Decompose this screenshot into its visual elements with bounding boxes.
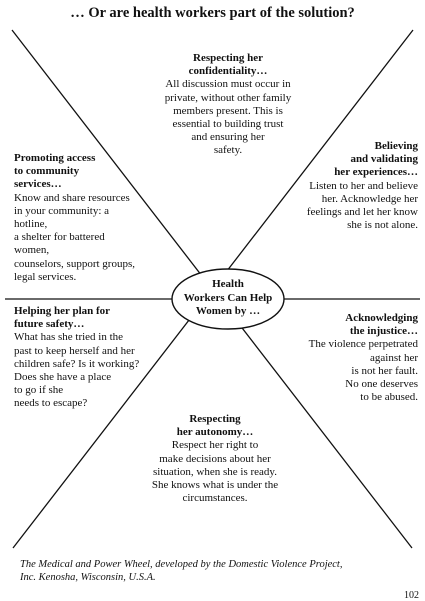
segment-body: All discussion must occur in private, wi… [164,78,292,157]
segment-heading: Believing and validating her experiences… [334,140,418,179]
segment-heading: Helping her plan for future safety… [14,305,111,331]
segment-body: What has she tried in the past to keep h… [14,331,140,410]
segment-confidentiality: Respecting her confidentiality… All disc… [148,52,308,158]
segment-heading: Acknowledging the injustice… [345,312,418,338]
segment-autonomy: Respecting her autonomy… Respect her rig… [130,413,300,505]
segment-believing: Believing and validating her experiences… [270,140,418,232]
segment-body: Know and share resources in your communi… [14,191,135,283]
segment-heading: Respecting her autonomy… [176,413,254,439]
center-label: Health Workers Can Help Women by … [183,278,273,317]
segment-heading: Respecting her confidentiality… [188,52,268,78]
figure-caption: The Medical and Power Wheel, developed b… [20,559,343,583]
segment-body: The violence perpetrated against her is … [308,338,418,404]
segment-heading: Promoting access to community services… [14,152,96,191]
segment-body: Respect her right to make decisions abou… [151,439,279,505]
page-number: 102 [404,590,419,601]
segment-safety: Helping her plan for future safety… What… [14,305,174,411]
segment-injustice: Acknowledging the injustice… The violenc… [270,312,418,404]
segment-body: Listen to her and believe her. Acknowled… [306,179,418,232]
center-ellipse [171,268,285,330]
segment-access: Promoting access to community services… … [14,152,174,284]
page-title: … Or are health workers part of the solu… [70,5,355,21]
